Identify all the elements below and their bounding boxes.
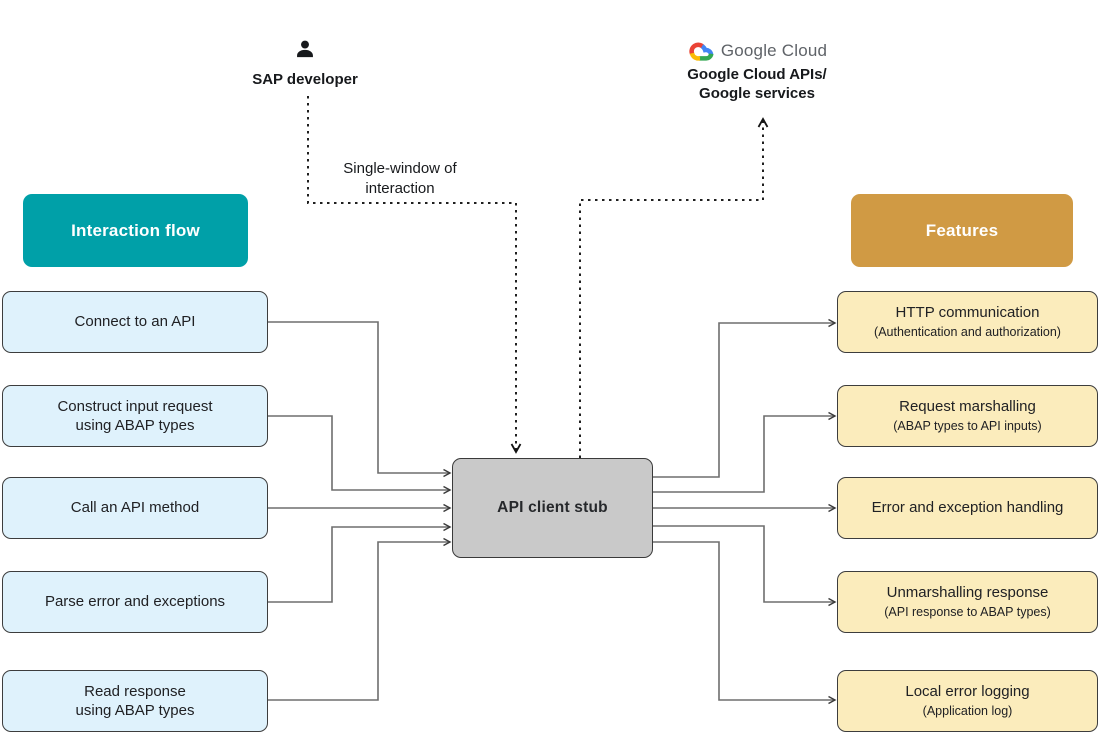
feature-subtitle: (ABAP types to API inputs) <box>893 418 1042 433</box>
edge-step1-to-stub <box>268 321 452 478</box>
google-cloud-label: Google Cloud APIs/ Google services <box>687 66 827 103</box>
api-client-stub-node: API client stub <box>452 458 653 558</box>
step-construct-input-request: Construct input request using ABAP types <box>2 385 268 447</box>
interaction-flow-header: Interaction flow <box>23 194 248 267</box>
feature-error-exception-handling: Error and exception handling <box>837 477 1098 539</box>
step-parse-error-exceptions: Parse error and exceptions <box>2 571 268 633</box>
step-connect-to-api: Connect to an API <box>2 291 268 353</box>
feature-title: Local error logging <box>905 683 1030 700</box>
feature-unmarshalling-response: Unmarshalling response (API response to … <box>837 571 1098 633</box>
feature-subtitle: (Application log) <box>922 703 1013 718</box>
single-window-label: Single-window of interaction <box>343 160 457 197</box>
edge-stub-to-feature1 <box>653 318 837 478</box>
google-cloud-logo-text: Google Cloud <box>720 40 828 60</box>
feature-title: Error and exception handling <box>871 498 1064 516</box>
edge-step4-to-stub <box>268 522 452 603</box>
person-icon <box>297 40 313 58</box>
google-cloud-icon <box>689 42 714 61</box>
feature-title: HTTP communication <box>895 304 1040 321</box>
google-cloud-logo: Google Cloud <box>687 40 827 61</box>
edge-stub-to-feature2 <box>653 411 837 493</box>
feature-title: Request marshalling <box>899 398 1036 415</box>
edge-stub-to-feature4 <box>653 525 837 607</box>
sap-developer-actor: SAP developer <box>230 38 380 89</box>
step-read-response: Read response using ABAP types <box>2 670 268 732</box>
features-header: Features <box>851 194 1073 267</box>
edge-step5-to-stub <box>268 537 452 701</box>
feature-subtitle: (Authentication and authorization) <box>874 324 1061 339</box>
edge-stub-to-feature5 <box>653 541 837 705</box>
edge-step2-to-stub <box>268 415 452 495</box>
feature-local-error-logging: Local error logging (Application log) <box>837 670 1098 732</box>
feature-title: Unmarshalling response <box>886 584 1049 601</box>
feature-http-communication: HTTP communication (Authentication and a… <box>837 291 1098 353</box>
sap-developer-label: SAP developer <box>252 71 358 88</box>
step-call-api-method: Call an API method <box>2 477 268 539</box>
feature-request-marshalling: Request marshalling (ABAP types to API i… <box>837 385 1098 447</box>
google-cloud-actor: Google Cloud Google Cloud APIs/ Google s… <box>651 40 863 103</box>
edge-stub-to-googlecloud <box>579 117 769 458</box>
feature-subtitle: (API response to ABAP types) <box>884 604 1051 619</box>
edge-sap-to-stub <box>307 96 522 454</box>
